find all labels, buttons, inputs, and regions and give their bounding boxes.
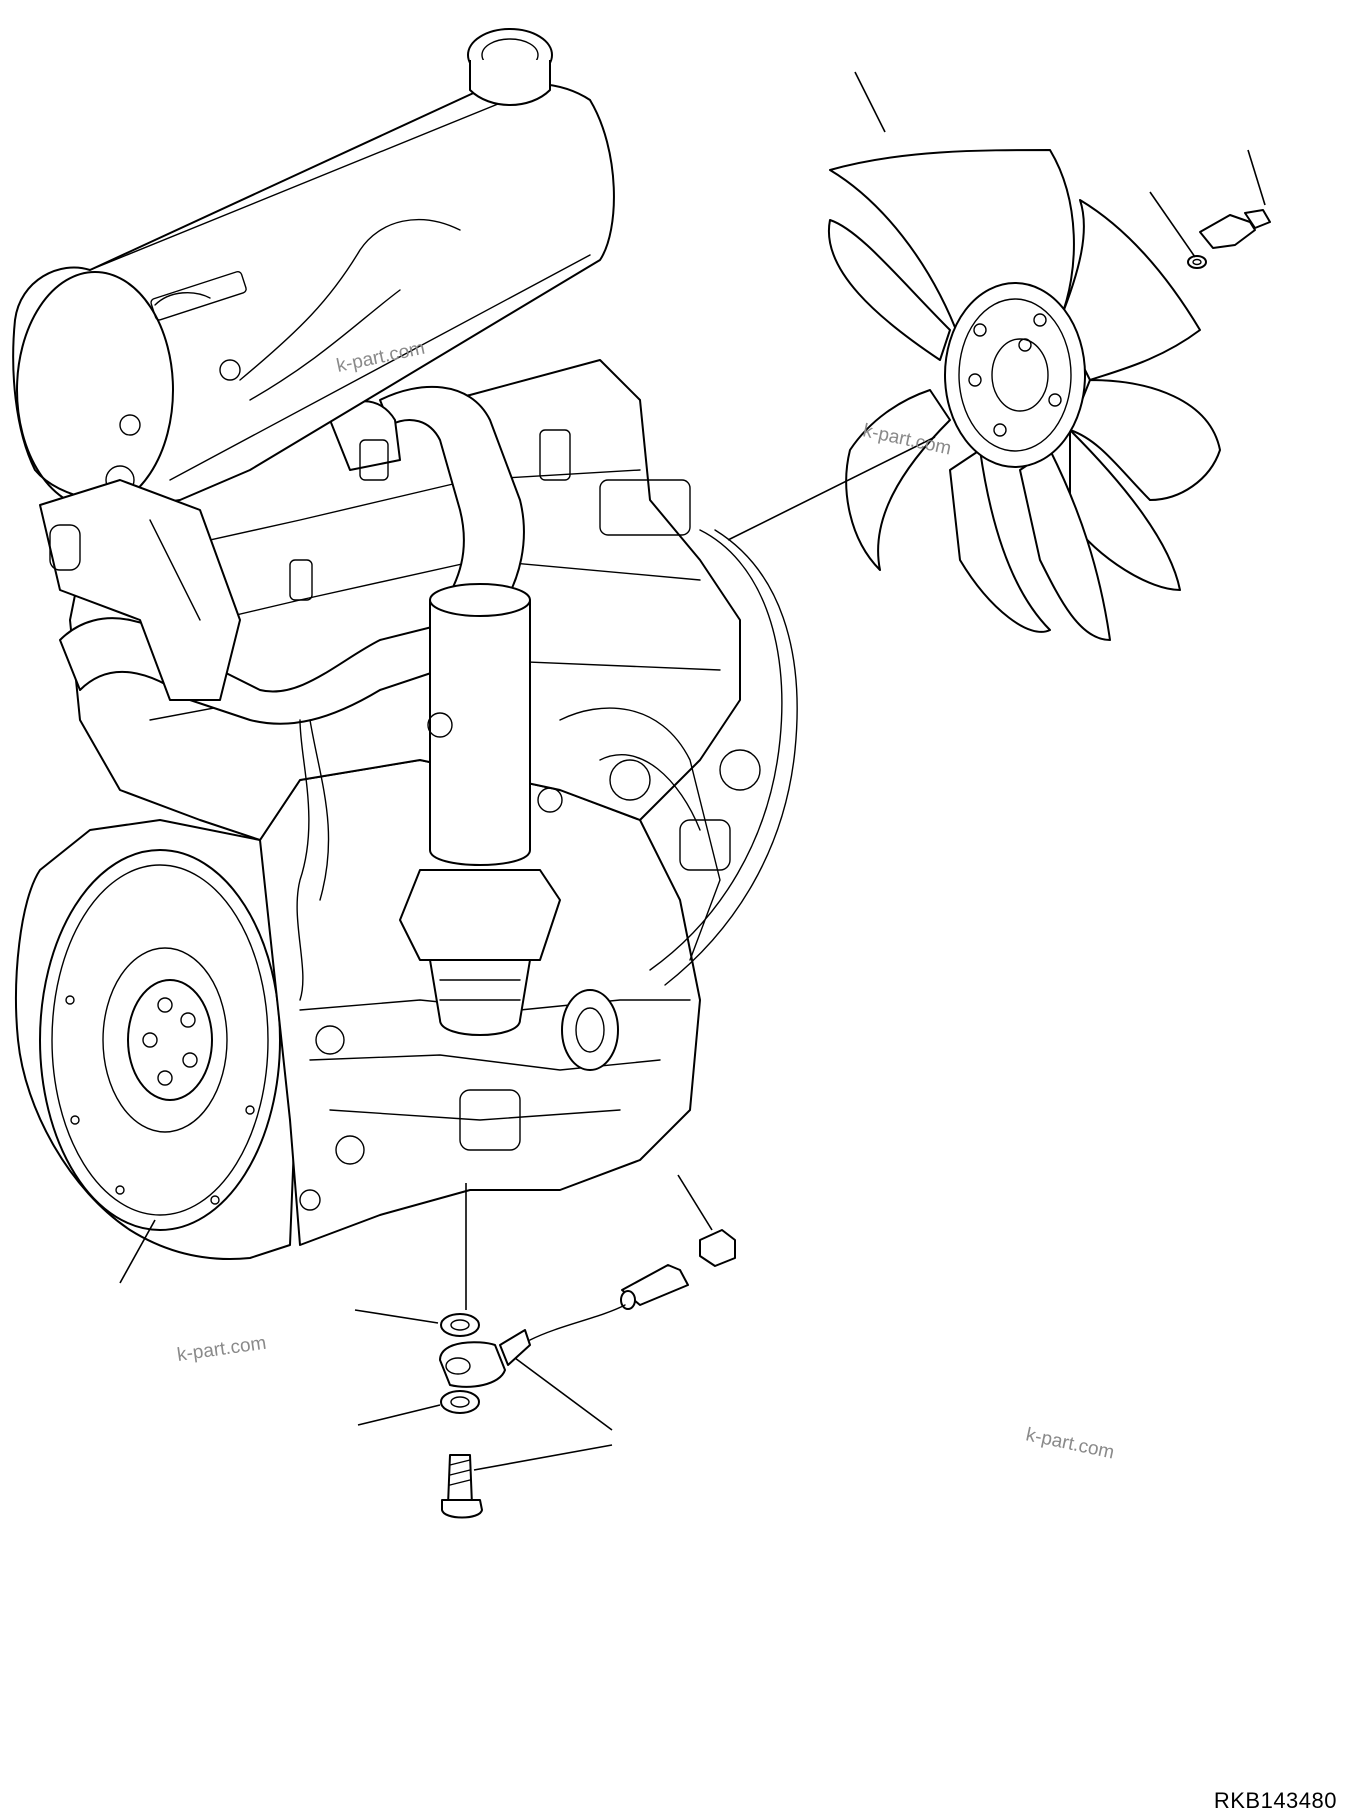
wiring-harness <box>239 218 798 1001</box>
leader-banjo-fitting <box>514 1357 613 1431</box>
exhaust-canister <box>12 28 615 509</box>
leader-fan-hub <box>727 436 936 541</box>
leader-upper-gasket <box>354 1309 439 1324</box>
leader-fan-bolt <box>1247 149 1266 206</box>
fan-washer <box>1187 255 1207 269</box>
fan-hub <box>944 282 1086 468</box>
watermark: k-part.com <box>176 1333 268 1366</box>
leader-lower-gasket <box>357 1404 441 1426</box>
banjo-fitting <box>439 1329 531 1388</box>
watermark: k-part.com <box>1024 1424 1116 1463</box>
banjo-bolt <box>441 1454 483 1519</box>
leader-engine <box>119 1219 156 1284</box>
cooling-fan <box>827 149 1221 641</box>
sensor-wire <box>529 1304 626 1341</box>
engine-assembly <box>12 28 798 1261</box>
temperature-sensor <box>620 1264 689 1310</box>
leader-sensor-nut <box>677 1174 713 1231</box>
leader-lines <box>119 71 1266 1471</box>
mounting-bracket <box>39 479 241 701</box>
lower-gasket <box>440 1390 480 1414</box>
flywheel <box>15 819 301 1261</box>
fuel-filter <box>399 583 619 1071</box>
leader-fan <box>854 71 886 133</box>
sensor-nut <box>699 1229 736 1267</box>
upper-gasket <box>440 1313 480 1337</box>
fan-bolt <box>1199 209 1271 249</box>
leader-banjo-bolt <box>473 1444 613 1471</box>
leader-fan-washer <box>1149 191 1196 258</box>
drawing-number: RKB143480 <box>1213 1788 1337 1813</box>
